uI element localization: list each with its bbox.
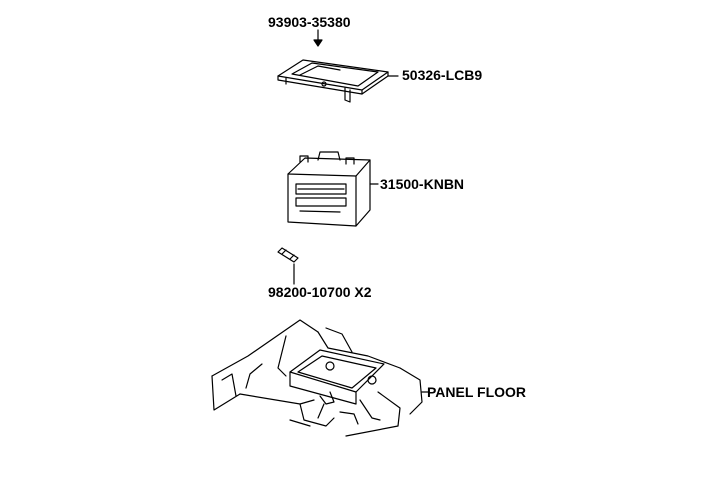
panel-floor-label: PANEL FLOOR [427, 384, 527, 400]
panel-floor-part [211, 319, 429, 437]
battery-cover-part-number: 50326-LCB9 [402, 67, 483, 83]
battery-part [287, 151, 379, 227]
fuse-part-number: 98200-10700 X2 [268, 284, 372, 300]
screw-part-number: 93903-35380 [268, 14, 351, 30]
fuse-part [277, 247, 299, 285]
battery-cover-part [277, 59, 399, 103]
screw-part [313, 29, 323, 47]
battery-part-number: 31500-KNBN [380, 176, 465, 192]
